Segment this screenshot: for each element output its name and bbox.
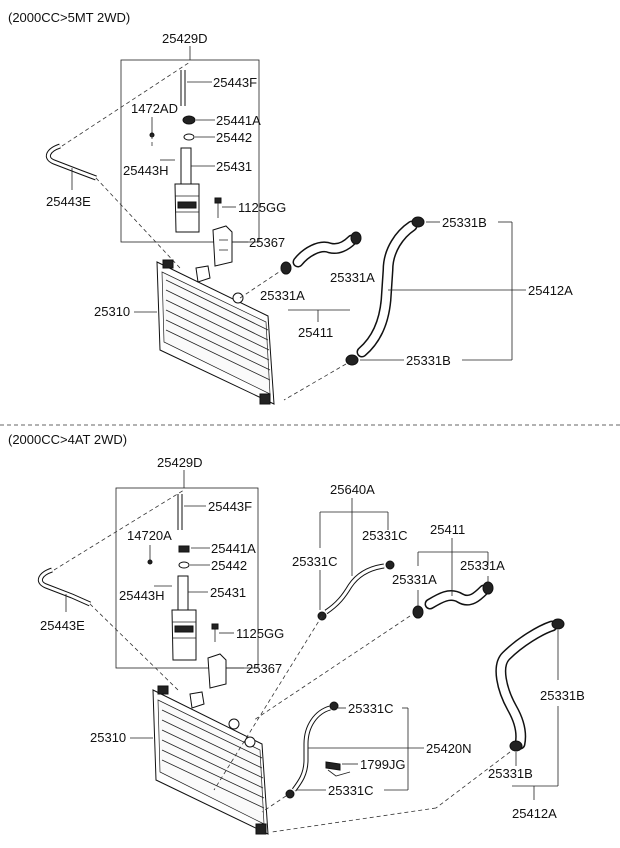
label-25442: 25442: [216, 130, 252, 145]
label-25431-2: 25431: [210, 585, 246, 600]
section-1-header: (2000CC>5MT 2WD): [8, 10, 130, 25]
label-25367-2: 25367: [246, 661, 282, 676]
reservoir-group-box-2: [115, 487, 259, 669]
label-25331A-left-2: 25331A: [392, 572, 437, 587]
gasket: [183, 133, 195, 141]
label-25331B-bottom: 25331B: [406, 353, 451, 368]
label-1125GG: 1125GG: [238, 200, 286, 215]
reservoir-cap: [182, 115, 196, 125]
bolt: [214, 197, 222, 204]
label-25331B-right: 25331B: [540, 688, 585, 703]
label-25331C-mid: 25331C: [348, 701, 394, 716]
label-25411: 25411: [298, 325, 333, 340]
label-25442-2: 25442: [211, 558, 247, 573]
label-25441A-2: 25441A: [211, 541, 256, 556]
label-25429D-2: 25429D: [157, 455, 203, 470]
section-2-header: (2000CC>4AT 2WD): [8, 432, 127, 447]
label-25443F: 25443F: [213, 75, 257, 90]
radiator-2: [152, 685, 269, 835]
label-1125GG-2: 1125GG: [236, 626, 284, 641]
label-25441A: 25441A: [216, 113, 261, 128]
label-1799JG: 1799JG: [360, 757, 406, 772]
label-25331B-bottom: 25331B: [488, 766, 533, 781]
label-25310-2: 25310: [90, 730, 126, 745]
label-14720A: 14720A: [127, 528, 172, 543]
label-25411-2: 25411: [430, 522, 465, 537]
label-25431: 25431: [216, 159, 252, 174]
radiator: [156, 259, 275, 405]
label-25412A: 25412A: [528, 283, 573, 298]
label-25331A-left: 25331A: [260, 288, 305, 303]
label-25367: 25367: [249, 235, 285, 250]
label-25443E: 25443E: [46, 194, 91, 209]
label-25331C-left: 25331C: [292, 554, 338, 569]
label-25331A-right-2: 25331A: [460, 558, 505, 573]
label-25443H-2: 25443H: [119, 588, 165, 603]
label-25310: 25310: [94, 304, 130, 319]
label-25443H: 25443H: [123, 163, 169, 178]
label-25443E-2: 25443E: [40, 618, 85, 633]
label-25412A-2: 25412A: [512, 806, 557, 821]
label-25331A-right: 25331A: [330, 270, 375, 285]
reservoir-neck: [180, 147, 192, 185]
label-1472AD: 1472AD: [131, 101, 178, 116]
label-25331B-top: 25331B: [442, 215, 487, 230]
label-25420N: 25420N: [426, 741, 472, 756]
hose-clip: [325, 761, 341, 771]
label-25640A: 25640A: [330, 482, 375, 497]
label-25331C-top: 25331C: [362, 528, 408, 543]
label-25443F-2: 25443F: [208, 499, 252, 514]
reservoir-bracket: [212, 225, 233, 267]
label-25331C-bottom: 25331C: [328, 783, 374, 798]
label-25429D: 25429D: [162, 31, 208, 46]
